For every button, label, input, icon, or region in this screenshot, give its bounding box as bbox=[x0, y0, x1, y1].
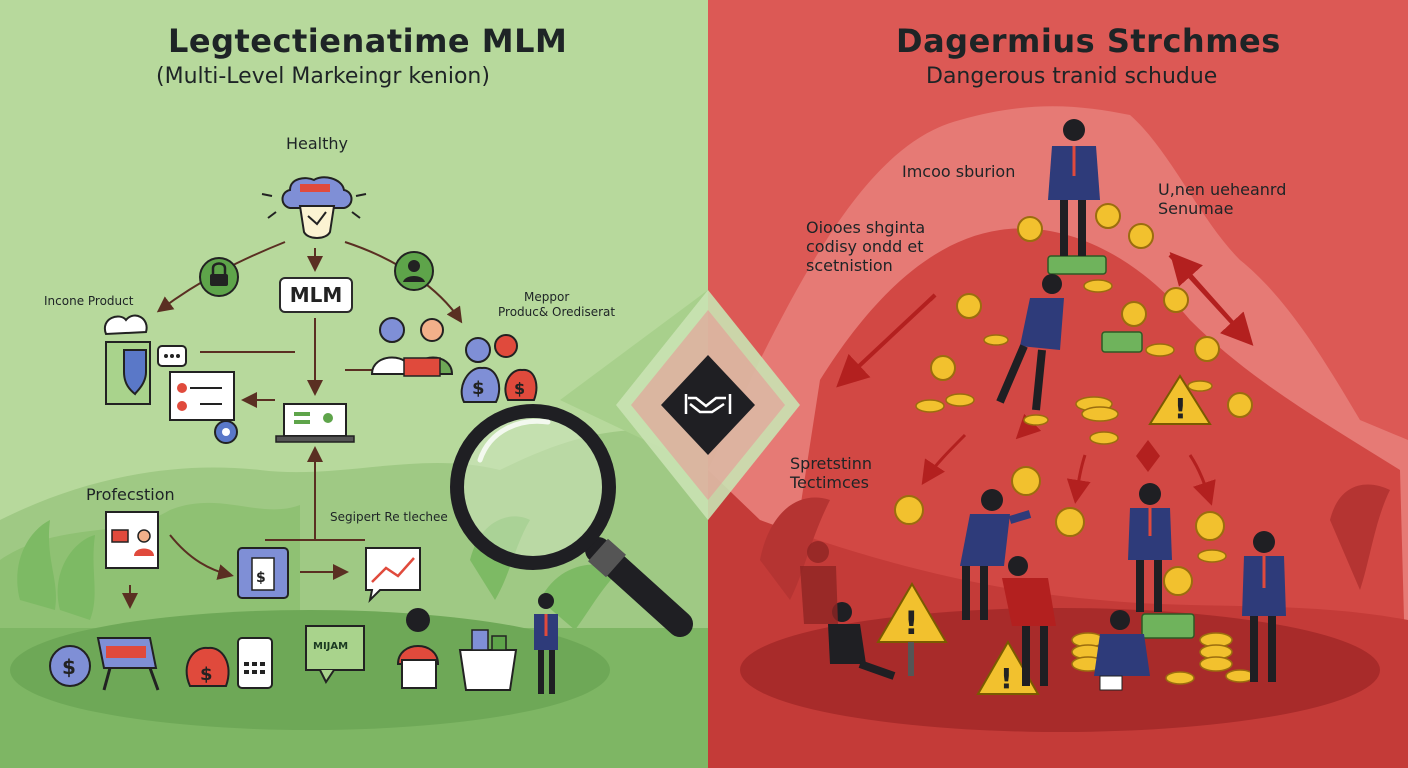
left-subtitle: (Multi-Level Markeingr kenion) bbox=[156, 64, 490, 89]
svg-text:$: $ bbox=[472, 378, 485, 399]
calculator-icon: $ bbox=[237, 547, 289, 599]
handshake-icon bbox=[684, 394, 732, 414]
right-title: Dagermius Strchmes bbox=[896, 22, 1281, 60]
support-label: Segipert Re tlechee bbox=[330, 510, 448, 524]
money-bag-people-icon: $ $ bbox=[460, 334, 538, 403]
svg-text:$: $ bbox=[200, 664, 213, 685]
right-subtitle: Dangerous tranid schudue bbox=[926, 64, 1218, 89]
top-right-label: U,nen ueheanrd Senumae bbox=[1158, 180, 1287, 218]
profile-card-icon bbox=[105, 511, 159, 569]
mlm-box-label: MLM bbox=[289, 283, 343, 307]
workflow-diagram-icon bbox=[169, 371, 238, 444]
svg-text:!: ! bbox=[1000, 662, 1013, 695]
svg-text:$: $ bbox=[514, 379, 525, 398]
shadow-figure-icon bbox=[800, 541, 838, 624]
coin-stacks bbox=[915, 279, 1255, 685]
laptop-icon bbox=[275, 403, 355, 443]
businessman-right-icon bbox=[1242, 531, 1286, 682]
product-label: Produc& Orediserat bbox=[498, 305, 616, 319]
chat-message-icon bbox=[305, 625, 365, 684]
warning-sign-icon: ! ! ! bbox=[876, 374, 1212, 695]
income-product-label: Incone Product bbox=[44, 294, 134, 308]
person-seated-papers-icon bbox=[1094, 610, 1150, 691]
danger-arrows bbox=[836, 252, 1254, 388]
left-title: Legtectienatime MLM bbox=[168, 22, 568, 60]
left-upper-label: Oiooes shginta codisy ondd et scetnistio… bbox=[806, 218, 926, 275]
businessman-standing-icon bbox=[1128, 483, 1172, 612]
left-lower-label: Spretstinn Tectimces bbox=[790, 454, 872, 492]
coin-icon: $ bbox=[49, 645, 91, 687]
user-icon bbox=[394, 251, 434, 291]
mlm-box: MLM bbox=[279, 277, 353, 313]
product-shield-icon bbox=[103, 314, 187, 405]
businessman-left-icon bbox=[534, 593, 558, 694]
mappor-label: Meppor bbox=[524, 290, 570, 304]
chat-box-label: MIJAM bbox=[313, 641, 349, 652]
right-background bbox=[708, 0, 1408, 768]
lock-icon bbox=[199, 257, 239, 297]
coins bbox=[894, 203, 1253, 596]
team-people-icon bbox=[370, 317, 454, 377]
phone-icon bbox=[237, 637, 273, 689]
growth-chart-icon bbox=[365, 547, 421, 604]
businessman-top-icon bbox=[1048, 119, 1100, 256]
svg-text:!: ! bbox=[1174, 392, 1187, 425]
chair-icon bbox=[96, 637, 160, 691]
top-center-label: Imcoo sburion bbox=[902, 162, 1016, 181]
svg-text:$: $ bbox=[256, 570, 266, 586]
businessman-stressed-icon bbox=[996, 274, 1064, 411]
money-bag-icon: $ bbox=[185, 646, 230, 687]
svg-text:$: $ bbox=[62, 655, 76, 679]
center-badge bbox=[616, 290, 800, 520]
svg-text:!: ! bbox=[904, 604, 919, 642]
healthy-label: Healthy bbox=[286, 134, 349, 153]
magnifying-glass-icon bbox=[450, 404, 693, 637]
cash-bundles bbox=[1047, 255, 1195, 639]
businessman-pushing-icon bbox=[960, 489, 1032, 620]
person-distressed-icon bbox=[1002, 556, 1056, 686]
brain-icon bbox=[261, 176, 367, 239]
shopping-basket-icon bbox=[458, 629, 518, 691]
person-laptop-icon bbox=[396, 608, 440, 689]
profession-label: Profecstion bbox=[86, 485, 175, 504]
